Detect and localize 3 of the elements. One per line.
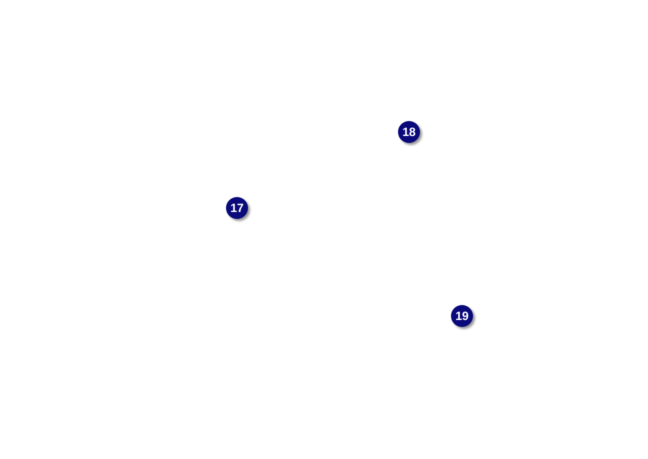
callout-number: 18 [398,121,420,143]
callout-number: 19 [451,305,473,327]
callout-number: 17 [226,197,248,219]
